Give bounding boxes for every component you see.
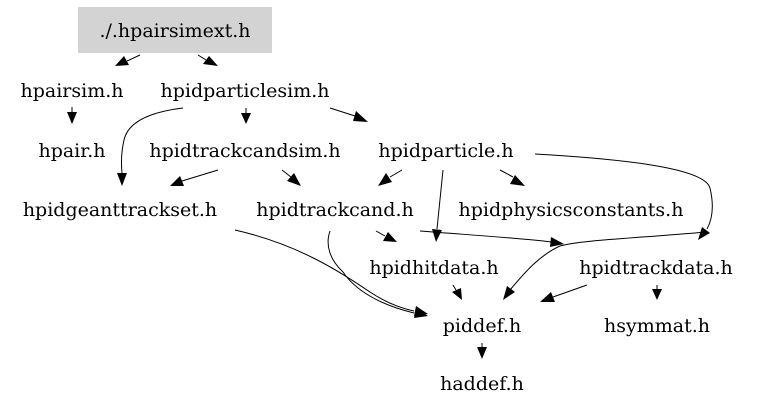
edge-piddef-haddef: [477, 343, 487, 359]
node-hpairsimext[interactable]: ./.hpairsimext.h: [78, 7, 272, 53]
edge-hpairsimext-hpidparticlesim: [197, 54, 218, 66]
node-piddef[interactable]: piddef.h: [443, 315, 521, 337]
edge-hpidtrackcand-hpidhitdata: [375, 230, 397, 242]
node-hpidtrackcand[interactable]: hpidtrackcand.h: [256, 199, 413, 221]
node-hpidparticle[interactable]: hpidparticle.h: [378, 140, 513, 162]
node-hsymmat[interactable]: hsymmat.h: [604, 315, 710, 337]
node-label-hpairsimext: ./.hpairsimext.h: [99, 20, 250, 42]
edge-hpidparticlesim-hpidgeanttrackset: [117, 107, 184, 186]
node-hpidtrackcandsim[interactable]: hpidtrackcandsim.h: [149, 140, 340, 162]
edge-hpidtrackdata-hsymmat: [652, 285, 662, 300]
edge-hpidtrackcand-hpidtrackdata: [419, 230, 564, 247]
node-hpidgeanttrackset[interactable]: hpidgeanttrackset.h: [23, 199, 217, 221]
edge-hpairsimext-hpairsim: [115, 54, 141, 66]
node-hpidhitdata[interactable]: hpidhitdata.h: [369, 257, 498, 279]
edge-hpidparticle-piddef: [503, 231, 707, 300]
edges: [67, 54, 713, 359]
node-hpidphysicsconstants[interactable]: hpidphysicsconstants.h: [459, 199, 684, 221]
node-hpidparticlesim[interactable]: hpidparticlesim.h: [160, 80, 329, 102]
root-node-box: [78, 7, 272, 53]
edge-hpidtrackdata-piddef: [540, 284, 588, 302]
edge-hpidparticle-hpidtrackdata: [534, 153, 713, 240]
edge-hpidparticle-hpidtrackcand: [378, 169, 403, 186]
edge-hpidhitdata-piddef: [452, 284, 462, 300]
node-haddef[interactable]: haddef.h: [440, 373, 524, 395]
edge-hpidparticle-hpidphysicsconstants: [499, 169, 525, 186]
edge-hpidtrackcandsim-hpidtrackcand: [281, 169, 301, 186]
edge-hpidparticle-hpidhitdata: [432, 169, 444, 242]
nodes: hpairsim.h hpidparticlesim.h hpair.h hpi…: [20, 80, 732, 395]
edge-hpidtrackcandsim-hpidgeanttrackset: [170, 169, 219, 186]
edge-hpidparticlesim-hpidtrackcandsim: [241, 108, 251, 124]
edge-hpidparticlesim-hpidparticle: [329, 107, 368, 122]
node-hpair[interactable]: hpair.h: [38, 140, 105, 162]
edge-hpairsim-hpair: [67, 107, 77, 124]
node-hpairsim[interactable]: hpairsim.h: [20, 80, 123, 102]
edge-hpidtrackcand-piddef: [327, 230, 428, 318]
node-hpidtrackdata[interactable]: hpidtrackdata.h: [579, 257, 733, 279]
